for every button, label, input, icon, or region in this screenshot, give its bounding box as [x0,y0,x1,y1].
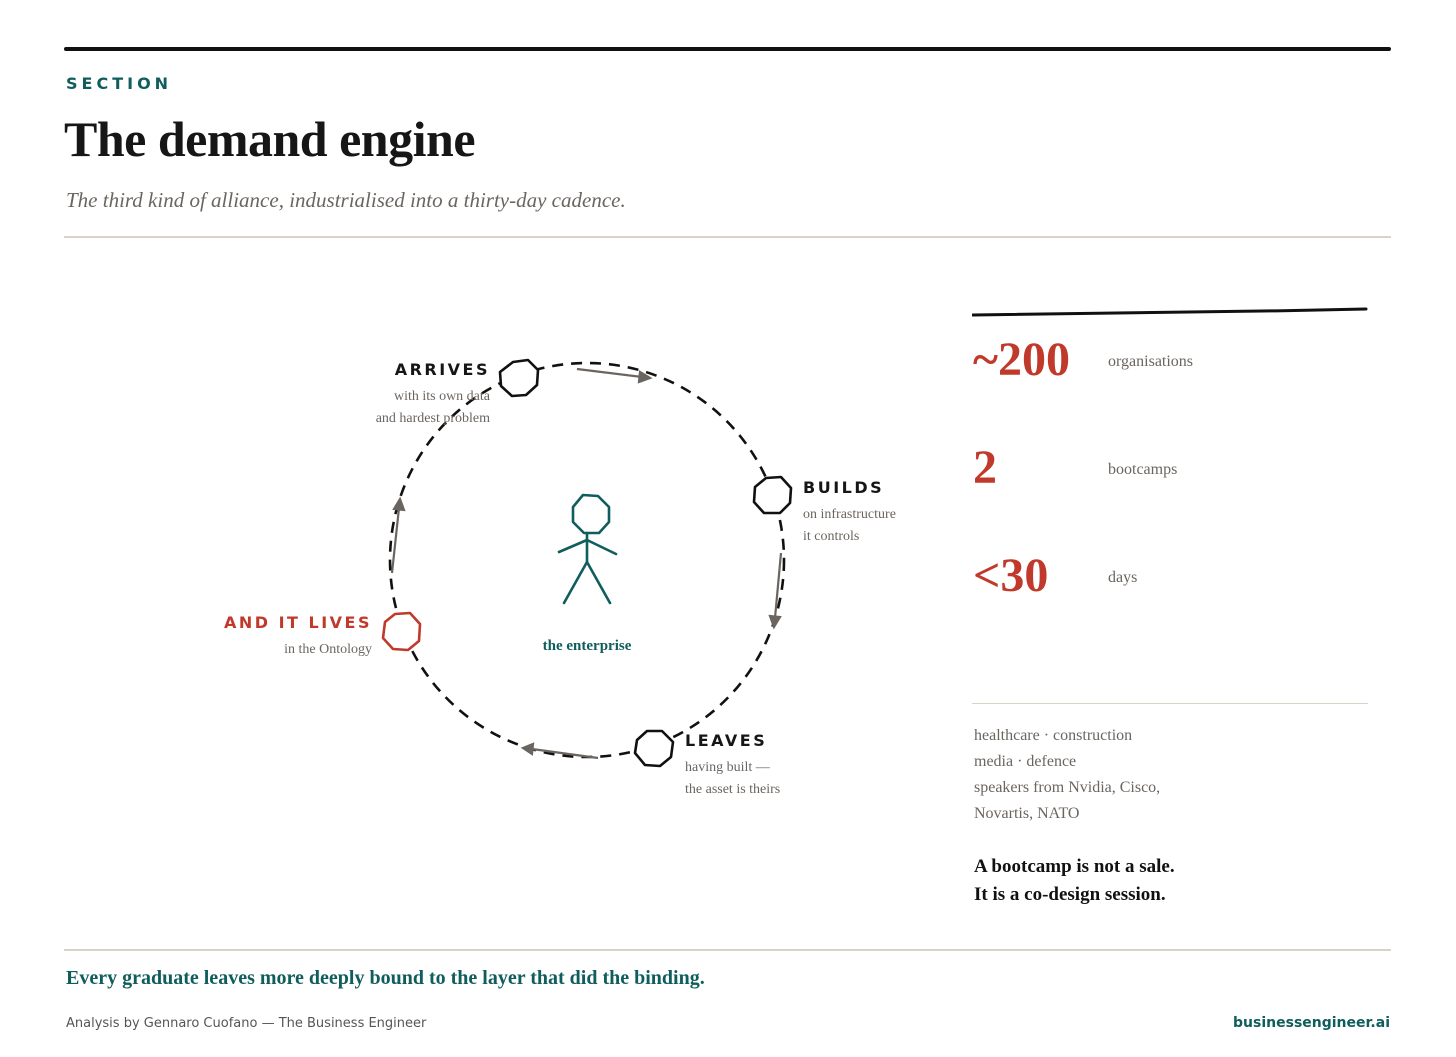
node-arrives-icon [498,358,540,398]
sector-line: Novartis, NATO [974,805,1080,822]
stage-arrives-name: ARRIVES [394,360,490,379]
sector-line: healthcare · construction [974,727,1133,744]
footer-statement: Every graduate leaves more deeply bound … [66,967,705,989]
stage-arrives-desc-line: with its own data [393,389,490,404]
stage-leaves-desc-line: having built — [685,760,770,775]
footer-site-link[interactable]: businessengineer.ai [1233,1015,1390,1031]
stage-leaves-desc-line: the asset is theirs [685,782,781,797]
enterprise-label: the enterprise [542,638,632,654]
stat-bootcamps-value: 2 [973,441,997,494]
stage-arrives-description: with its own data and hardest problem [290,386,490,430]
header-divider [64,236,1391,238]
page-title: The demand engine [64,111,476,167]
stage-lives-desc-line: in the Ontology [284,642,372,657]
stage-builds-name: BUILDS [803,478,885,497]
footer-divider [64,949,1391,951]
page-subtitle: The third kind of alliance, industrialis… [66,188,626,212]
arrow-bottom-icon [520,742,599,760]
stage-leaves-name: LEAVES [685,731,768,750]
stat-bootcamps-label: bootcamps [1108,461,1178,478]
node-builds-icon [752,475,793,515]
arrow-top-icon [576,367,653,384]
stat-days-value: <30 [973,549,1049,602]
stat-organisations-label: organisations [1108,353,1194,370]
stage-arrives-desc-line: and hardest problem [375,411,490,426]
stat-days-label: days [1108,569,1138,586]
enterprise-figure-icon [557,493,618,605]
stage-builds-description: on infrastructure it controls [803,504,943,548]
arrow-left-icon [390,496,406,574]
stage-leaves-description: having built — the asset is theirs [685,757,825,801]
key-message-line: A bootcamp is not a sale. [974,856,1175,877]
stat-organisations-value: ~200 [973,333,1070,386]
footer-credit: Analysis by Gennaro Cuofano — The Busine… [66,1016,427,1031]
stage-builds-desc-line: on infrastructure [803,507,896,522]
sector-line: media · defence [974,753,1077,770]
section-label: SECTION [66,74,173,93]
key-message-line: It is a co-design session. [974,884,1166,905]
stats-divider [972,703,1368,704]
node-lives-icon [381,611,422,652]
node-leaves-icon [633,729,675,768]
stage-lives-description: in the Ontology [200,639,372,661]
arrow-right-icon [768,552,783,630]
sector-line: speakers from Nvidia, Cisco, [974,779,1161,796]
direction-arrows [390,367,783,760]
stage-lives-name: AND IT LIVES [223,613,372,632]
top-rule [64,47,1391,51]
stats-rule [972,307,1368,317]
stage-builds-desc-line: it controls [803,529,860,544]
